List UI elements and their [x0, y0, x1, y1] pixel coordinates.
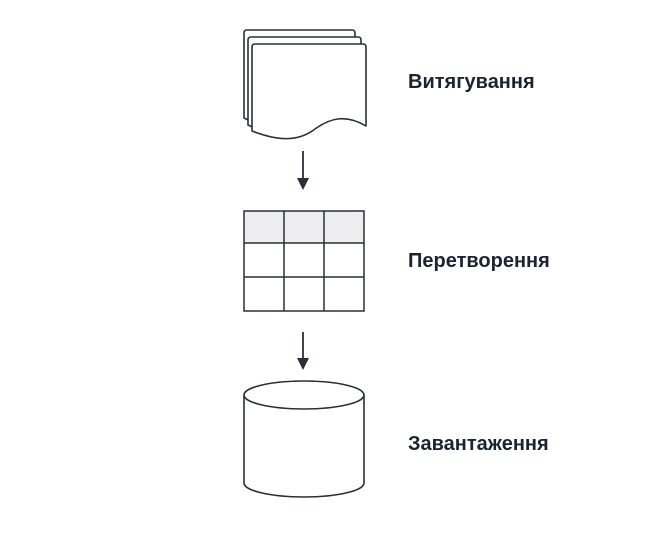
arrow-transform-to-load: [297, 332, 309, 370]
documents-icon: [243, 29, 367, 140]
step-label-transform: Перетворення: [408, 250, 550, 272]
arrow-extract-to-transform: [297, 151, 309, 190]
step-label-load: Завантаження: [408, 433, 549, 455]
step-label-extract: Витягування: [408, 71, 535, 93]
database-icon: [243, 380, 365, 498]
table-icon: [243, 210, 365, 312]
